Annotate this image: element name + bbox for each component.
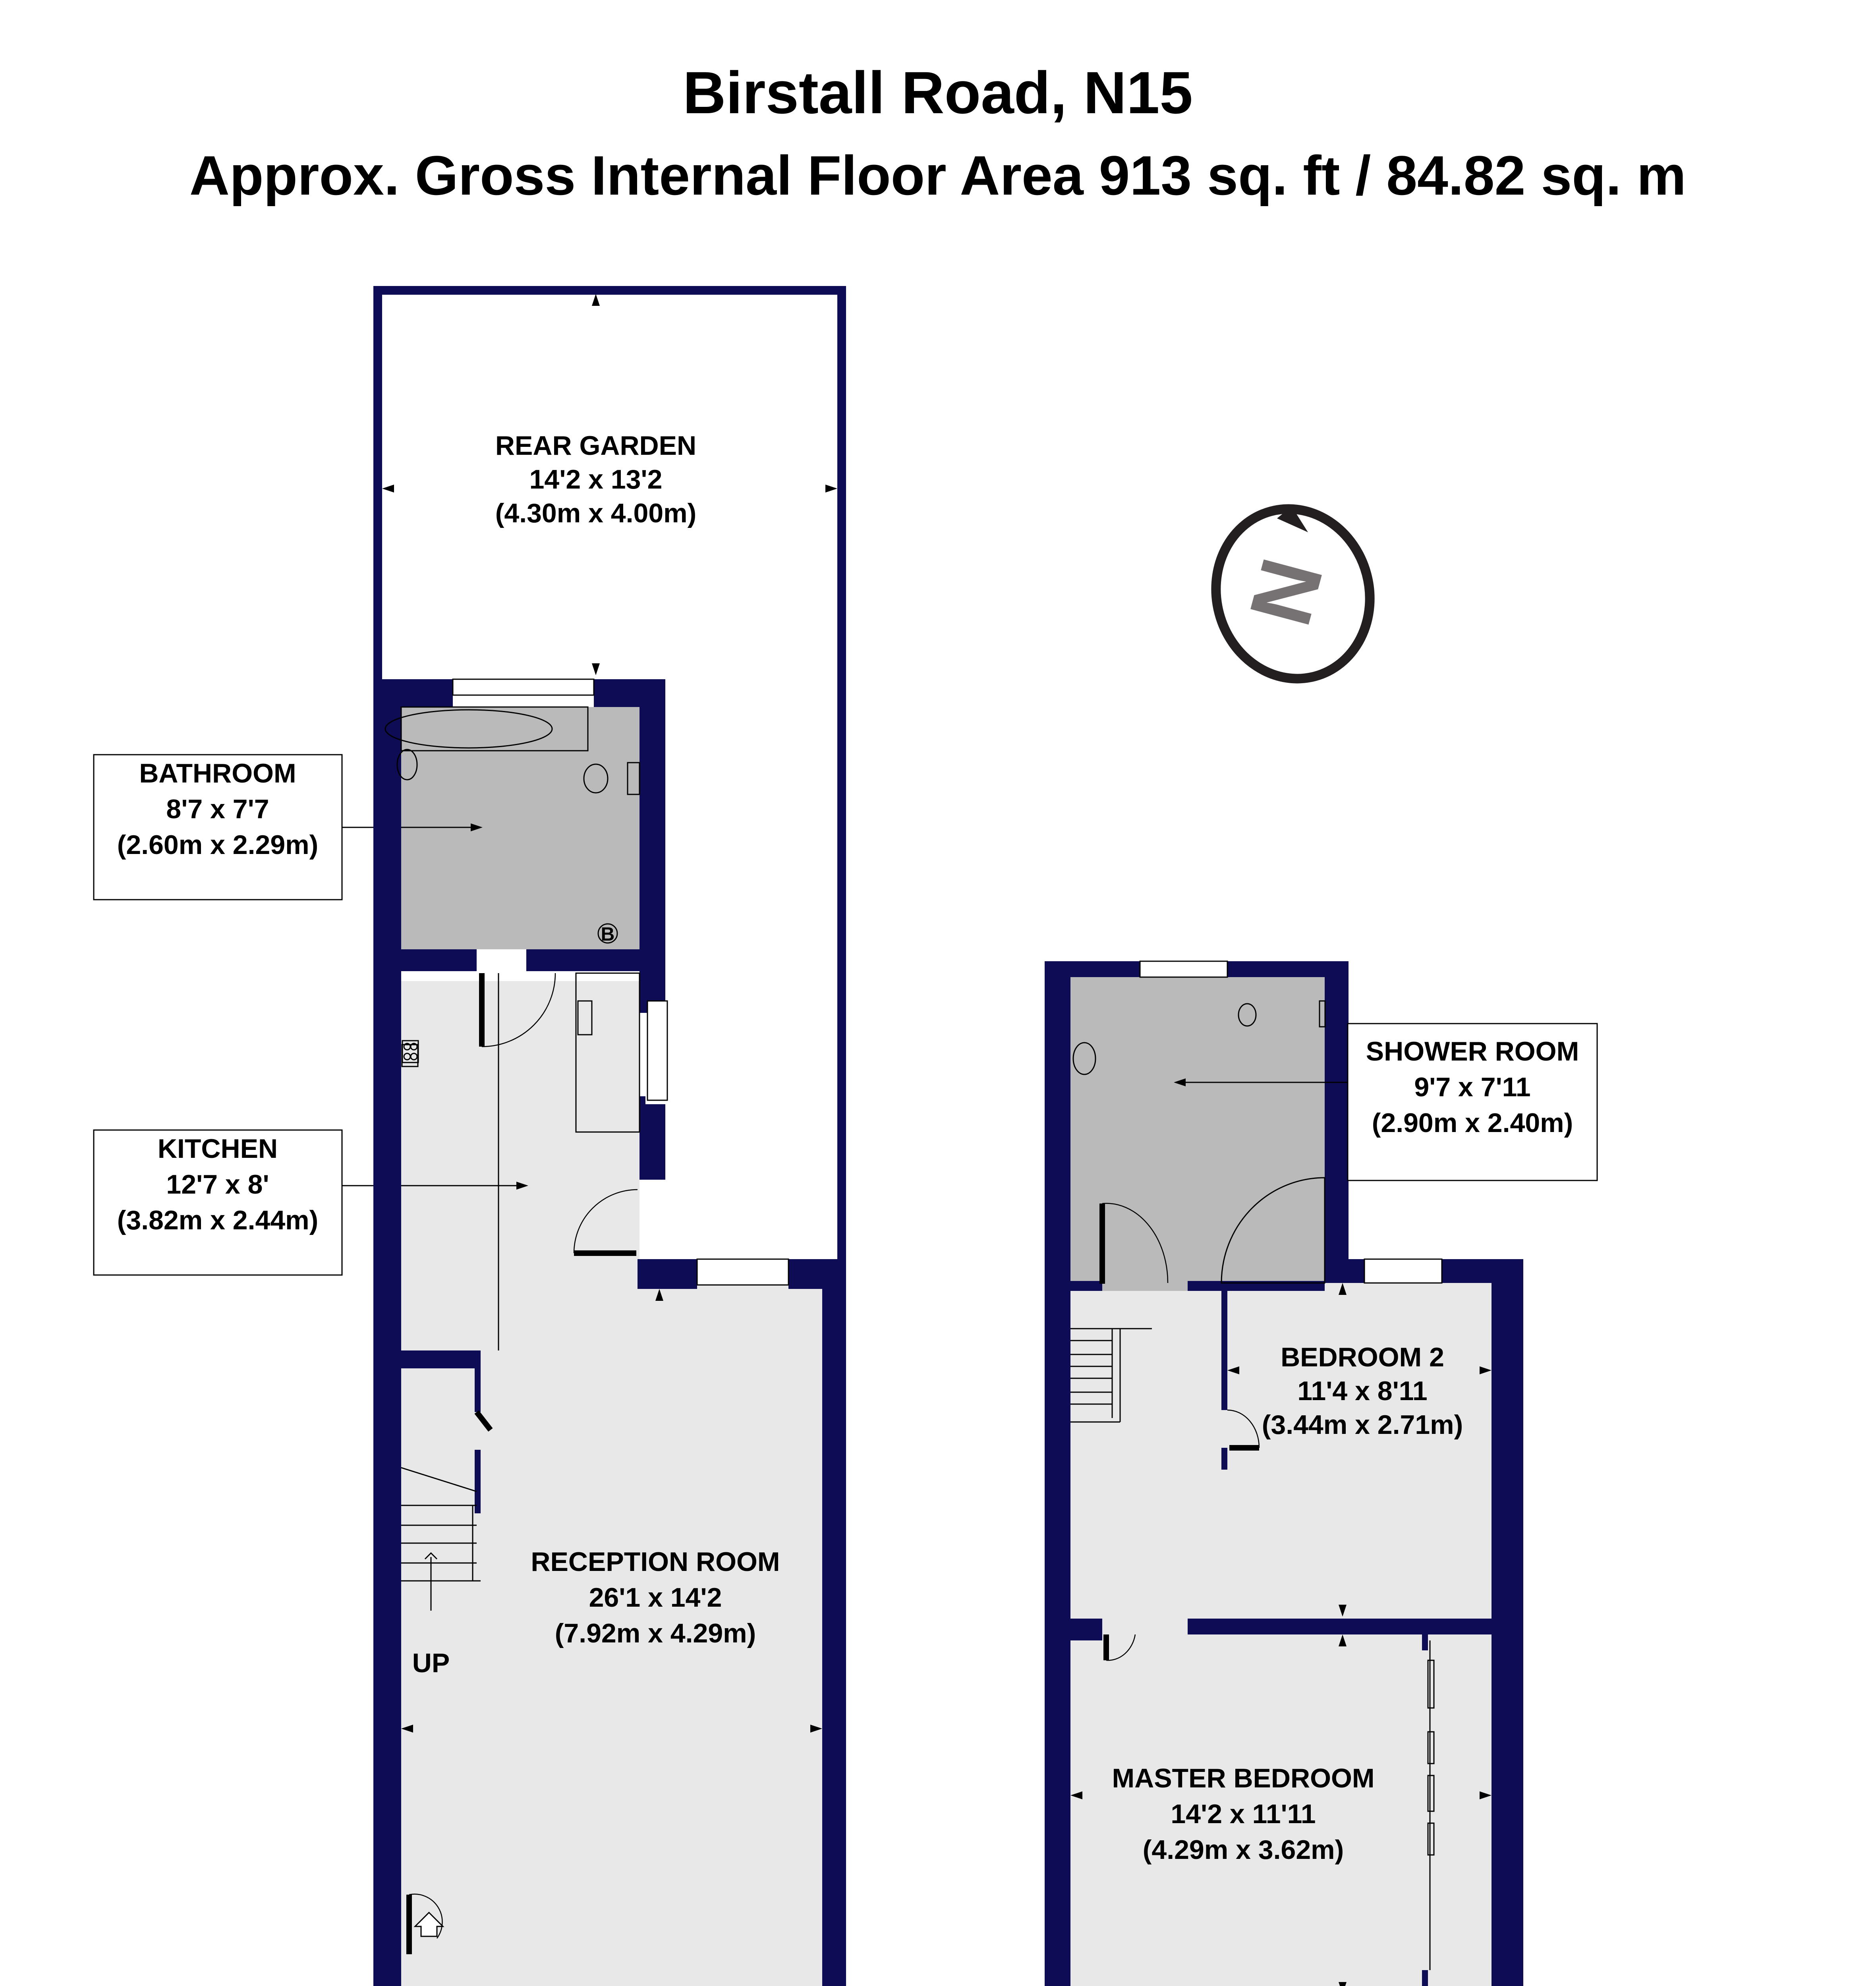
kitchen-window	[647, 1000, 668, 1101]
boiler-icon	[597, 923, 618, 944]
svg-text:SHOWER ROOM: SHOWER ROOM	[1366, 1036, 1579, 1066]
bathroom-wc	[583, 763, 609, 794]
room-label-rear-garden: REAR GARDEN 14'2 x 13'2 (4.30m x 4.00m)	[495, 431, 697, 528]
first-floor-plan: SHOWER ROOM 9'7 x 7'11 (2.90m x 2.40m) B…	[1045, 960, 1598, 1986]
room-label-bathroom: BATHROOM 8'7 x 7'7 (2.60m x 2.29m)	[93, 754, 483, 900]
sink-icon	[577, 1000, 593, 1036]
svg-text:REAR GARDEN: REAR GARDEN	[495, 431, 696, 461]
svg-text:BEDROOM 2: BEDROOM 2	[1281, 1342, 1444, 1372]
bathroom-wc-cistern	[627, 762, 640, 795]
svg-text:(4.29m x 3.62m): (4.29m x 3.62m)	[1143, 1835, 1344, 1865]
svg-text:(2.60m x 2.29m): (2.60m x 2.29m)	[117, 830, 319, 860]
dimension-arrows	[382, 294, 837, 1733]
page-subtitle: Approx. Gross Internal Floor Area 913 sq…	[189, 144, 1686, 207]
kitchen-counter	[575, 972, 640, 1133]
first-floor-dimension-arrows	[1070, 1283, 1492, 1986]
bathroom-window	[452, 678, 595, 696]
wardrobe	[1427, 1640, 1435, 1970]
svg-text:8'7 x 7'7: 8'7 x 7'7	[166, 794, 269, 824]
room-label-shower-room: SHOWER ROOM 9'7 x 7'11 (2.90m x 2.40m)	[1174, 1023, 1598, 1181]
boiler-marker: B	[601, 924, 615, 945]
rear-garden-area	[373, 286, 846, 1289]
page-title: Birstall Road, N15	[683, 59, 1193, 126]
svg-text:BATHROOM: BATHROOM	[139, 758, 296, 788]
bedroom-2-window	[1364, 1258, 1443, 1284]
svg-text:(7.92m x 4.29m): (7.92m x 4.29m)	[555, 1618, 756, 1648]
shower-wc	[1238, 1003, 1257, 1027]
shower-tray	[1221, 1177, 1325, 1284]
kitchen-door-swing	[481, 973, 556, 1047]
entrance-arrow-icon	[413, 1911, 444, 1937]
master-bedroom-door-swing	[1106, 1634, 1136, 1661]
reception-rear-window	[696, 1258, 789, 1286]
bathtub-basin	[384, 709, 553, 749]
shower-room-window	[1139, 960, 1228, 978]
svg-text:14'2 x 13'2: 14'2 x 13'2	[529, 464, 663, 495]
shower-basin	[1072, 1042, 1096, 1075]
svg-text:9'7 x 7'11: 9'7 x 7'11	[1414, 1072, 1530, 1102]
shower-room-door-swing	[1102, 1203, 1169, 1283]
bathroom-basin	[396, 749, 418, 780]
north-letter: N	[1231, 549, 1341, 635]
svg-text:(2.90m x 2.40m): (2.90m x 2.40m)	[1372, 1108, 1573, 1138]
svg-text:KITCHEN: KITCHEN	[158, 1134, 278, 1164]
stairs-up-label: UP	[412, 1648, 450, 1678]
bathtub	[400, 706, 589, 752]
svg-text:MASTER BEDROOM: MASTER BEDROOM	[1112, 1763, 1374, 1793]
room-label-reception-room: RECEPTION ROOM 26'1 x 14'2 (7.92m x 4.29…	[531, 1547, 780, 1648]
north-arrow-icon: N	[1211, 504, 1375, 684]
front-door-swing	[409, 1893, 443, 1939]
garden-back-door-swing	[573, 1189, 638, 1254]
ground-floor-plan: B	[93, 286, 846, 1986]
svg-text:26'1 x 14'2: 26'1 x 14'2	[589, 1582, 722, 1613]
room-label-kitchen: KITCHEN 12'7 x 8' (3.82m x 2.44m)	[93, 1129, 528, 1276]
svg-text:(3.44m x 2.71m): (3.44m x 2.71m)	[1262, 1410, 1463, 1440]
svg-text:14'2 x 11'11: 14'2 x 11'11	[1171, 1799, 1316, 1829]
shower-room-floor	[1070, 977, 1325, 1291]
shower-wc-cistern	[1319, 1000, 1326, 1028]
room-label-bedroom-2: BEDROOM 2 11'4 x 8'11 (3.44m x 2.71m)	[1262, 1342, 1463, 1440]
svg-text:11'4 x 8'11: 11'4 x 8'11	[1297, 1376, 1427, 1406]
hob	[402, 1040, 419, 1063]
bedroom-2-door-swing	[1227, 1409, 1260, 1448]
cupboard-door[interactable]	[474, 1410, 493, 1432]
svg-text:RECEPTION ROOM: RECEPTION ROOM	[531, 1547, 780, 1577]
staircase	[401, 1467, 481, 1611]
svg-text:12'7 x 8': 12'7 x 8'	[166, 1169, 269, 1200]
svg-text:(4.30m x 4.00m): (4.30m x 4.00m)	[495, 498, 697, 528]
reception-floor	[401, 1285, 822, 1986]
first-floor-staircase	[1070, 1328, 1152, 1423]
room-label-master-bedroom: MASTER BEDROOM 14'2 x 11'11 (4.29m x 3.6…	[1112, 1763, 1374, 1865]
svg-text:(3.82m x 2.44m): (3.82m x 2.44m)	[117, 1205, 319, 1235]
